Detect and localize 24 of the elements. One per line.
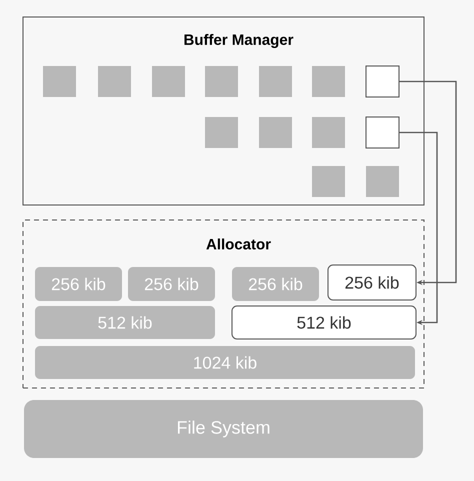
filled-square <box>312 166 345 197</box>
memory-block: 256 kib <box>35 267 122 301</box>
layer-block: File System <box>24 400 423 458</box>
filled-square <box>312 66 345 97</box>
memory-block: 1024 kib <box>35 346 415 379</box>
outlined-square <box>366 116 400 148</box>
memory-block: 256 kib <box>232 267 319 301</box>
memory-block: 512 kib <box>35 306 215 339</box>
container-box: Buffer Manager <box>22 16 424 206</box>
filled-square <box>152 66 185 97</box>
filled-square <box>259 66 292 97</box>
outlined-block: 512 kib <box>232 306 416 340</box>
connector-arrow <box>400 132 438 326</box>
filled-square <box>312 117 345 148</box>
filled-square <box>205 117 238 148</box>
filled-square <box>43 66 76 97</box>
filled-square <box>366 166 399 197</box>
outlined-square <box>366 66 400 98</box>
filled-square <box>205 66 238 97</box>
memory-block: 256 kib <box>128 267 215 301</box>
filled-square <box>98 66 131 97</box>
connector-arrow <box>400 80 457 286</box>
filled-square <box>259 117 292 148</box>
outlined-block: 256 kib <box>328 264 416 300</box>
